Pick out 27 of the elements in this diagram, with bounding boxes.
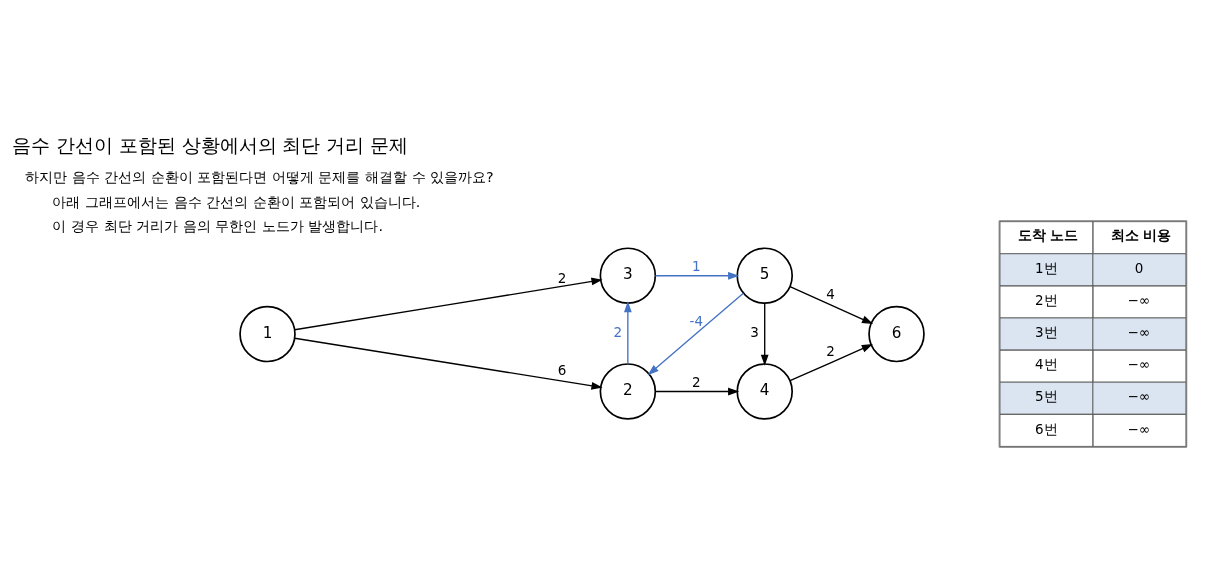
label: −∞ — [1127, 355, 1151, 372]
label: 5번 — [1035, 387, 1058, 404]
label: −∞ — [1127, 291, 1151, 308]
label: 이 경우 최단 거리가 음의 무한인 노드가 발생합니다. — [52, 217, 383, 234]
label: 3번 — [1035, 323, 1058, 340]
label: 1번 — [1035, 259, 1058, 276]
label: 아래 그래프에서는 음수 간선의 순환이 포함되어 있습니다. — [52, 193, 421, 210]
label: 도착 노드 — [1017, 226, 1079, 243]
label: −∞ — [1127, 323, 1151, 340]
label: 0 — [1134, 259, 1144, 276]
edge-label: -4 — [689, 312, 704, 329]
edge-label: 3 — [750, 323, 759, 340]
edge-label: 2 — [826, 342, 835, 359]
label: 하지만 음수 간선의 순환이 포함된다면 어떻게 문제를 해결할 수 있을까요? — [25, 168, 494, 185]
edge-label: 2 — [691, 373, 701, 390]
edge-label: 4 — [826, 285, 835, 302]
edge-label: 2 — [613, 323, 622, 340]
edge-label: 6 — [557, 361, 567, 378]
label: −∞ — [1127, 420, 1151, 437]
diagram-title: 음수 간선이 포함된 상황에서의 최단 거리 문제 — [11, 134, 409, 156]
edge-label: 1 — [691, 257, 701, 274]
label: 2번 — [1035, 291, 1058, 308]
label: 4번 — [1035, 355, 1058, 372]
label: 6번 — [1035, 420, 1058, 437]
edge-label: 2 — [557, 269, 567, 286]
label: −∞ — [1127, 387, 1151, 404]
label: 최소 비용 — [1110, 226, 1172, 243]
